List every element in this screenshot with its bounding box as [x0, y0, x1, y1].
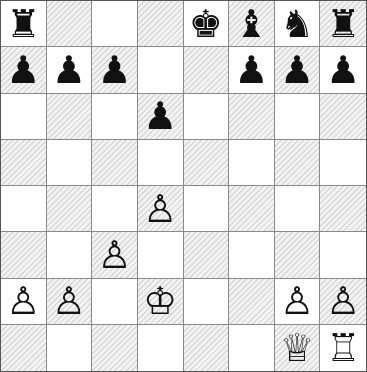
- square-a3[interactable]: [1, 232, 47, 278]
- square-b5[interactable]: [47, 140, 93, 186]
- black-pawn-icon[interactable]: ♟: [143, 97, 177, 135]
- square-h3[interactable]: [320, 232, 366, 278]
- black-pawn-icon[interactable]: ♟: [98, 51, 132, 89]
- square-h2[interactable]: ♙: [320, 279, 366, 325]
- square-b2[interactable]: ♙: [47, 279, 93, 325]
- black-king-icon[interactable]: ♚: [189, 5, 223, 43]
- square-g7[interactable]: ♟: [275, 47, 321, 93]
- square-c6[interactable]: [92, 94, 138, 140]
- square-b1[interactable]: [47, 325, 93, 371]
- white-king-icon[interactable]: ♔: [143, 282, 177, 320]
- square-a4[interactable]: [1, 186, 47, 232]
- white-rook-icon[interactable]: ♖: [326, 329, 360, 367]
- black-pawn-icon[interactable]: ♟: [52, 51, 86, 89]
- white-pawn-icon[interactable]: ♙: [98, 236, 132, 274]
- square-d8[interactable]: [138, 1, 184, 47]
- square-b4[interactable]: [47, 186, 93, 232]
- square-b7[interactable]: ♟: [47, 47, 93, 93]
- square-e4[interactable]: [184, 186, 230, 232]
- square-f6[interactable]: [229, 94, 275, 140]
- square-b8[interactable]: [47, 1, 93, 47]
- square-a8[interactable]: ♜: [1, 1, 47, 47]
- white-pawn-icon[interactable]: ♙: [52, 282, 86, 320]
- square-e3[interactable]: [184, 232, 230, 278]
- square-f8[interactable]: ♝: [229, 1, 275, 47]
- square-b6[interactable]: [47, 94, 93, 140]
- square-h4[interactable]: [320, 186, 366, 232]
- square-f4[interactable]: [229, 186, 275, 232]
- square-a1[interactable]: [1, 325, 47, 371]
- square-c1[interactable]: [92, 325, 138, 371]
- square-g2[interactable]: ♙: [275, 279, 321, 325]
- square-b3[interactable]: [47, 232, 93, 278]
- square-a5[interactable]: [1, 140, 47, 186]
- square-a2[interactable]: ♙: [1, 279, 47, 325]
- square-c3[interactable]: ♙: [92, 232, 138, 278]
- square-c4[interactable]: [92, 186, 138, 232]
- square-g1[interactable]: ♕: [275, 325, 321, 371]
- black-pawn-icon[interactable]: ♟: [234, 51, 268, 89]
- square-d5[interactable]: [138, 140, 184, 186]
- square-c2[interactable]: [92, 279, 138, 325]
- white-pawn-icon[interactable]: ♙: [326, 282, 360, 320]
- square-h8[interactable]: ♜: [320, 1, 366, 47]
- square-h1[interactable]: ♖: [320, 325, 366, 371]
- white-queen-icon[interactable]: ♕: [280, 329, 314, 367]
- white-pawn-icon[interactable]: ♙: [280, 282, 314, 320]
- square-f7[interactable]: ♟: [229, 47, 275, 93]
- square-d2[interactable]: ♔: [138, 279, 184, 325]
- square-g5[interactable]: [275, 140, 321, 186]
- square-g8[interactable]: ♞: [275, 1, 321, 47]
- square-d6[interactable]: ♟: [138, 94, 184, 140]
- square-g4[interactable]: [275, 186, 321, 232]
- square-e1[interactable]: [184, 325, 230, 371]
- square-e6[interactable]: [184, 94, 230, 140]
- square-d3[interactable]: [138, 232, 184, 278]
- black-pawn-icon[interactable]: ♟: [6, 51, 40, 89]
- square-f1[interactable]: [229, 325, 275, 371]
- square-c8[interactable]: [92, 1, 138, 47]
- square-g3[interactable]: [275, 232, 321, 278]
- square-d1[interactable]: [138, 325, 184, 371]
- white-pawn-icon[interactable]: ♙: [6, 282, 40, 320]
- black-knight-icon[interactable]: ♞: [280, 5, 314, 43]
- square-e2[interactable]: [184, 279, 230, 325]
- square-c7[interactable]: ♟: [92, 47, 138, 93]
- square-h7[interactable]: ♟: [320, 47, 366, 93]
- square-e7[interactable]: [184, 47, 230, 93]
- square-g6[interactable]: [275, 94, 321, 140]
- square-a6[interactable]: [1, 94, 47, 140]
- square-e5[interactable]: [184, 140, 230, 186]
- square-e8[interactable]: ♚: [184, 1, 230, 47]
- square-h6[interactable]: [320, 94, 366, 140]
- black-rook-icon[interactable]: ♜: [326, 5, 360, 43]
- white-pawn-icon[interactable]: ♙: [143, 190, 177, 228]
- black-rook-icon[interactable]: ♜: [6, 5, 40, 43]
- black-pawn-icon[interactable]: ♟: [326, 51, 360, 89]
- square-h5[interactable]: [320, 140, 366, 186]
- square-c5[interactable]: [92, 140, 138, 186]
- square-d7[interactable]: [138, 47, 184, 93]
- square-f5[interactable]: [229, 140, 275, 186]
- black-pawn-icon[interactable]: ♟: [280, 51, 314, 89]
- square-a7[interactable]: ♟: [1, 47, 47, 93]
- black-bishop-icon[interactable]: ♝: [234, 5, 268, 43]
- square-d4[interactable]: ♙: [138, 186, 184, 232]
- square-f2[interactable]: [229, 279, 275, 325]
- square-f3[interactable]: [229, 232, 275, 278]
